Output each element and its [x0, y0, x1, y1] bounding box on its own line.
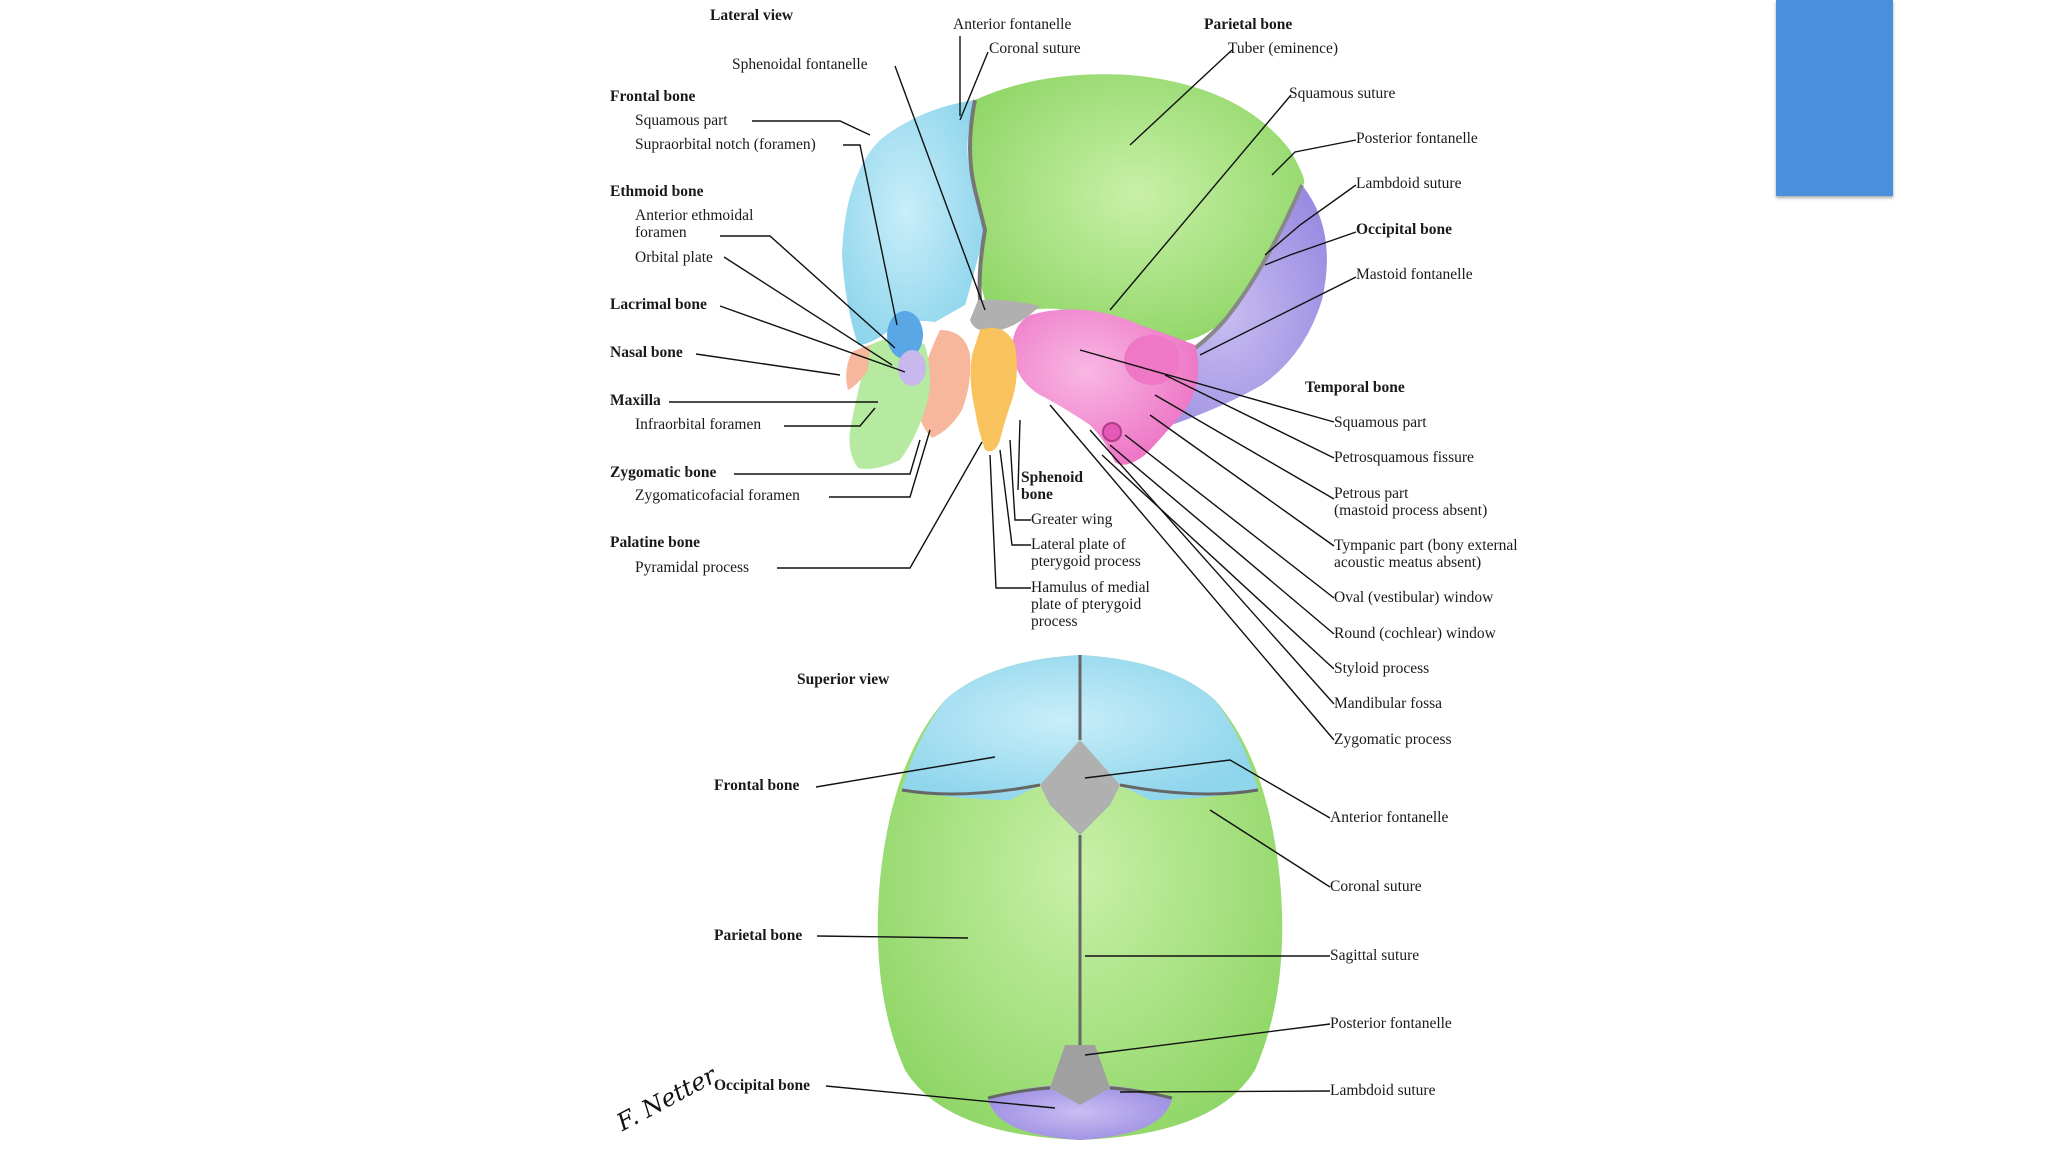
label-frontal-squamous-part: Squamous part: [635, 112, 728, 129]
leader-lines: [669, 36, 1357, 1109]
sup-label-posterior-fontanelle: Posterior fontanelle: [1330, 1015, 1452, 1032]
temporal-window-shape: [1124, 335, 1180, 385]
slide-accent-tab: [1776, 0, 1893, 196]
sphenoid-bone-shape: [970, 327, 1017, 452]
label-zygomatic-process: Zygomatic process: [1334, 731, 1452, 748]
nasal-bone-shape: [846, 345, 870, 390]
label-maxilla: Maxilla: [610, 392, 661, 409]
label-posterior-fontanelle: Posterior fontanelle: [1356, 130, 1478, 147]
sup-label-occipital-bone: Occipital bone: [714, 1077, 811, 1094]
label-round-window: Round (cochlear) window: [1334, 625, 1496, 642]
label-occipital-bone: Occipital bone: [1356, 221, 1453, 238]
sup-label-coronal-suture: Coronal suture: [1330, 878, 1422, 895]
sup-label-lambdoid-suture: Lambdoid suture: [1330, 1082, 1436, 1099]
label-sphenoidal-fontanelle: Sphenoidal fontanelle: [732, 56, 868, 73]
label-pyramidal-process: Pyramidal process: [635, 559, 750, 576]
superior-coronal-suture: [901, 783, 1259, 796]
label-hamulus: Hamulus of medial plate of pterygoid pro…: [1031, 579, 1150, 630]
label-ethmoid-bone: Ethmoid bone: [610, 183, 704, 200]
label-tympanic-part: Tympanic part (bony external acoustic me…: [1334, 537, 1518, 571]
label-temporal-squamous-part: Squamous part: [1334, 414, 1427, 431]
label-mastoid-fontanelle: Mastoid fontanelle: [1356, 266, 1473, 283]
frontal-bone-shape: [842, 100, 985, 345]
superior-anterior-fontanelle: [1040, 740, 1120, 835]
label-lateral-plate-pterygoid: Lateral plate of pterygoid process: [1031, 536, 1141, 570]
label-greater-wing: Greater wing: [1031, 511, 1113, 528]
label-anterior-ethmoidal-foramen: Anterior ethmoidal foramen: [635, 207, 754, 241]
label-sphenoid-bone: Sphenoid bone: [1021, 469, 1084, 503]
label-anterior-fontanelle: Anterior fontanelle: [953, 16, 1072, 33]
sup-label-sagittal-suture: Sagittal suture: [1330, 947, 1420, 964]
superior-view-title: Superior view: [797, 671, 890, 688]
label-palatine-bone: Palatine bone: [610, 534, 700, 551]
label-oval-window: Oval (vestibular) window: [1334, 589, 1494, 606]
zygomatic-bone-shape: [917, 330, 971, 438]
label-petrosquamous-fissure: Petrosquamous fissure: [1334, 449, 1474, 466]
label-orbital-plate: Orbital plate: [635, 249, 713, 266]
label-zygomaticofacial-foramen: Zygomaticofacial foramen: [635, 487, 800, 504]
label-lacrimal-bone: Lacrimal bone: [610, 296, 707, 313]
label-styloid-process: Styloid process: [1334, 660, 1430, 677]
superior-posterior-fontanelle: [1050, 1045, 1110, 1105]
label-parietal-bone: Parietal bone: [1204, 16, 1293, 33]
label-supraorbital-notch: Supraorbital notch (foramen): [635, 136, 816, 153]
lateral-view-title: Lateral view: [710, 7, 794, 24]
superior-occipital-shape: [988, 1084, 1172, 1140]
superior-skull: [877, 655, 1283, 1140]
label-squamous-suture: Squamous suture: [1289, 85, 1396, 102]
lateral-skull: [842, 74, 1327, 469]
label-lambdoid-suture: Lambdoid suture: [1356, 175, 1462, 192]
parietal-bone-shape: [970, 74, 1305, 343]
sup-label-frontal-bone: Frontal bone: [714, 777, 800, 794]
sup-label-parietal-bone: Parietal bone: [714, 927, 803, 944]
lacrimal-bone-shape: [898, 350, 926, 386]
label-nasal-bone: Nasal bone: [610, 344, 683, 361]
label-temporal-bone: Temporal bone: [1305, 379, 1405, 396]
label-mandibular-fossa: Mandibular fossa: [1334, 695, 1443, 712]
ear-detail: [1102, 422, 1122, 442]
label-coronal-suture: Coronal suture: [989, 40, 1081, 57]
label-tuber-eminence: Tuber (eminence): [1228, 40, 1339, 57]
sup-label-anterior-fontanelle: Anterior fontanelle: [1330, 809, 1449, 826]
label-petrous-part: Petrous part (mastoid process absent): [1334, 485, 1488, 519]
label-frontal-bone: Frontal bone: [610, 88, 696, 105]
label-infraorbital-foramen: Infraorbital foramen: [635, 416, 762, 433]
coronal-suture-line: [968, 99, 988, 301]
sphenoidal-fontanelle-shape: [970, 299, 1040, 332]
label-zygomatic-bone: Zygomatic bone: [610, 464, 717, 481]
